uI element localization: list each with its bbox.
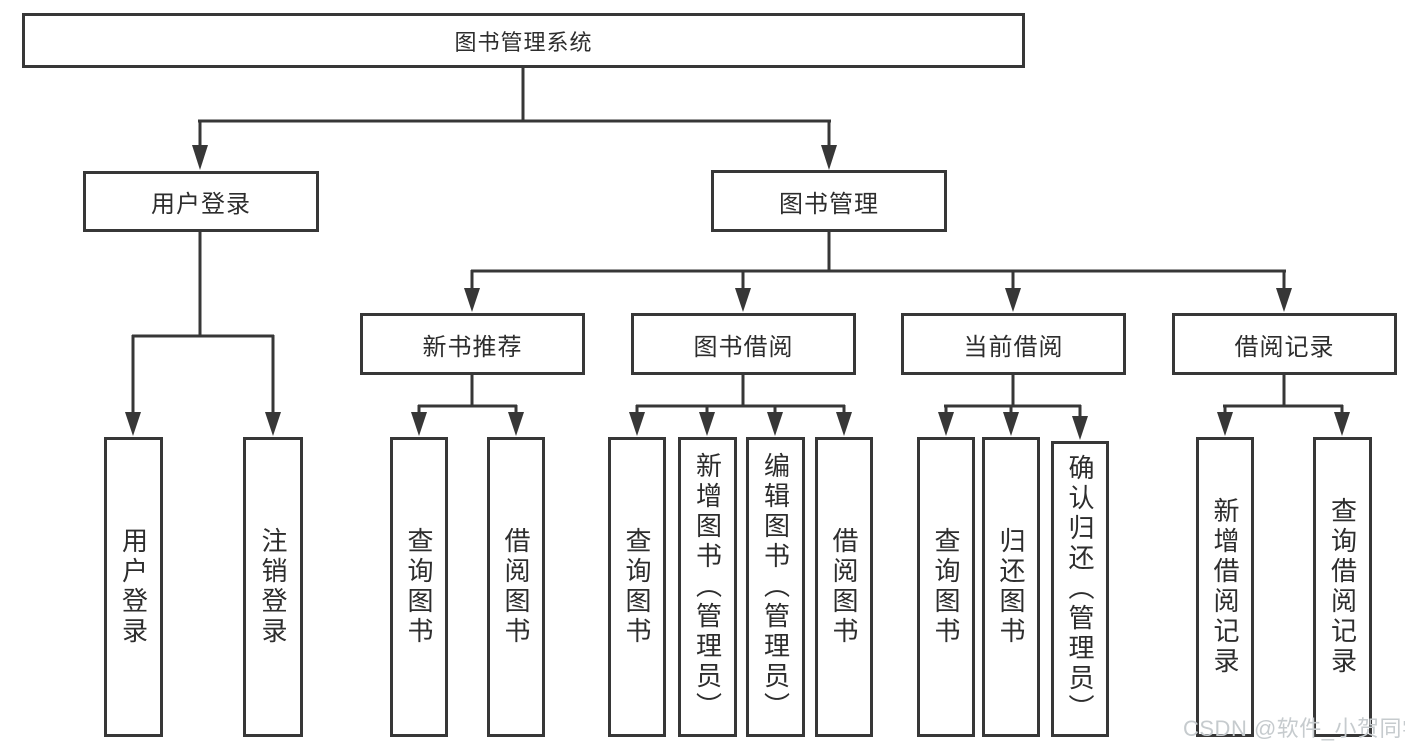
leaf-recommend-query-books: 查询图书 <box>390 437 448 737</box>
node-current-borrow: 当前借阅 <box>901 313 1126 375</box>
node-root-book-management-system: 图书管理系统 <box>22 13 1025 68</box>
arrow-down-icons <box>125 145 1350 440</box>
leaf-current-query-books: 查询图书 <box>917 437 975 737</box>
node-book-borrow: 图书借阅 <box>631 313 856 375</box>
leaf-current-confirm-return-admin: 确认归还（管理员） <box>1051 441 1109 737</box>
leaf-borrow-edit-books-admin: 编辑图书（管理员） <box>746 437 805 737</box>
leaf-current-return-books: 归还图书 <box>982 437 1040 737</box>
leaf-user-login: 用户登录 <box>104 437 163 737</box>
leaf-borrow-query-books: 查询图书 <box>608 437 666 737</box>
leaf-borrow-add-books-admin: 新增图书（管理员） <box>678 437 737 737</box>
leaf-recommend-borrow-books: 借阅图书 <box>487 437 545 737</box>
node-new-book-recommend: 新书推荐 <box>360 313 585 375</box>
leaf-records-query-borrow-record: 查询借阅记录 <box>1313 437 1372 737</box>
csdn-watermark: CSDN @软件_小贺同学 <box>1183 716 1405 741</box>
node-user-login: 用户登录 <box>83 171 319 232</box>
leaf-borrow-borrow-books: 借阅图书 <box>815 437 873 737</box>
node-book-management: 图书管理 <box>711 170 947 232</box>
leaf-records-add-borrow-record: 新增借阅记录 <box>1196 437 1254 737</box>
connector-segments <box>131 66 1344 417</box>
leaf-logout: 注销登录 <box>243 437 303 737</box>
node-borrow-records: 借阅记录 <box>1172 313 1397 375</box>
